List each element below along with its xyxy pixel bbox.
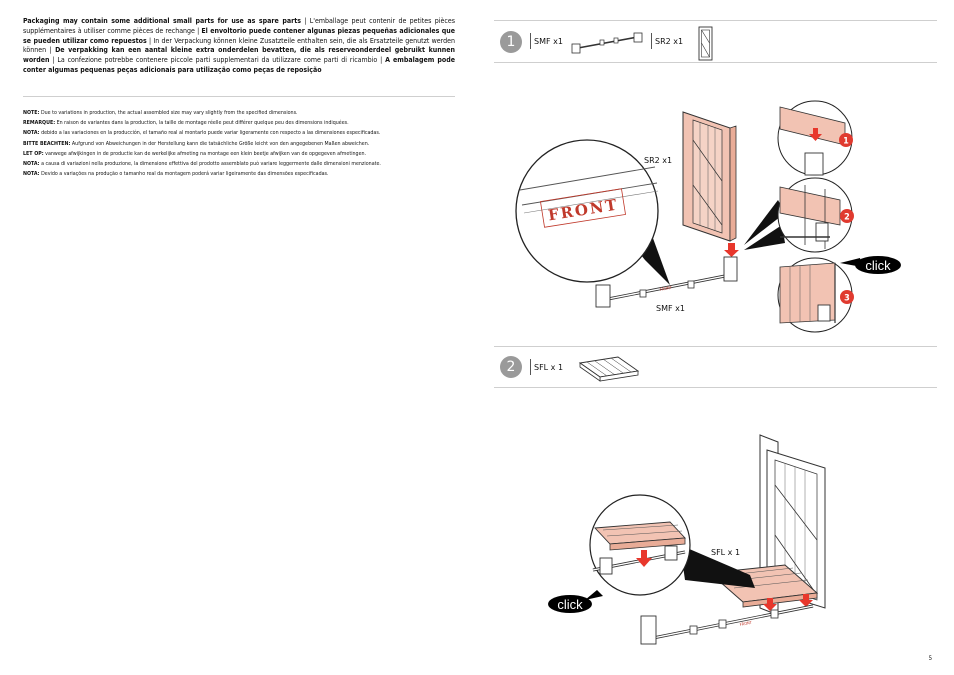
callout-sfl: SFL x 1 — [711, 548, 741, 557]
note-line: BITTE BEACHTEN: Aufgrund von Abweichunge… — [23, 139, 463, 149]
note-text: Due to variations in production, the act… — [39, 110, 298, 116]
note-label: BITTE BEACHTEN: — [23, 140, 71, 147]
note-label: LET OP: — [23, 150, 44, 157]
click-label: click — [557, 597, 583, 612]
notice-en: Packaging may contain some additional sm… — [23, 17, 301, 25]
note-text: En raison de variantes dans la productio… — [55, 120, 349, 127]
notice-es: El envoltorio puede contener algunas pie… — [23, 26, 455, 45]
note-text: a causa di variazioni nella produzione, … — [39, 161, 381, 168]
step-number-2: 2 — [500, 356, 522, 378]
page-number: 5 — [928, 655, 932, 662]
smf-frame: FRONT — [640, 604, 814, 645]
svg-text:FRONT: FRONT — [659, 285, 673, 292]
spare-parts-notice: Packaging may contain some additional sm… — [23, 17, 455, 76]
step2-bottom-rule — [494, 387, 937, 388]
note-label: NOTA: — [23, 171, 40, 178]
step1-assembly-illustration: FRONT FRONT — [515, 100, 901, 333]
note-label: NOTA: — [23, 161, 40, 168]
note-line: LET OP: vanwege afwijkingen in de produc… — [23, 149, 463, 159]
smf-part-icon — [571, 32, 643, 54]
detail-circle-3 — [777, 257, 853, 333]
note-line: NOTA: a causa di variazioni nella produz… — [23, 159, 463, 169]
note-text: vanwege afwijkingen in de productie kan … — [43, 150, 367, 157]
step2-top-rule — [494, 346, 937, 347]
part-separator — [651, 33, 652, 49]
part-label-smf: SMF x1 — [534, 37, 563, 46]
note-label: NOTE: — [23, 110, 40, 116]
notice-fr: | L'emballage peut contenir de petites p… — [23, 17, 455, 35]
front-magnifier: FRONT — [515, 139, 670, 285]
detail-magnifier — [589, 494, 755, 596]
badge-3 — [840, 290, 854, 304]
note-label: REMARQUE: — [23, 120, 56, 127]
step2-assembly-illustration: FRONT click — [548, 434, 826, 645]
notice-pt: A embalagem pode conter algumas pequenas… — [23, 56, 456, 74]
badge-3-label: 3 — [844, 294, 850, 304]
note-text: Aufgrund von Abweichungen in der Herstel… — [70, 140, 370, 147]
sr2-panel-highlighted — [682, 111, 737, 242]
detail-circle-2 — [744, 177, 853, 253]
down-arrow-icon — [636, 550, 652, 567]
note-line: REMARQUE: En raison de variantes dans la… — [23, 118, 463, 128]
sfl-part-icon — [578, 356, 640, 382]
detail-circle-1 — [744, 100, 853, 245]
click-indicator: click — [840, 256, 901, 274]
down-arrow-icon — [763, 598, 777, 611]
down-arrow-icon — [809, 128, 822, 141]
svg-text:FRONT: FRONT — [739, 620, 753, 627]
callout-smf: SMF x1 — [656, 304, 685, 313]
note-label: NOTA: — [23, 130, 40, 137]
part-separator — [530, 33, 531, 49]
note-line: NOTE: Due to variations in production, t… — [23, 108, 463, 118]
notice-de: | In der Verpackung können kleine Zusatz… — [23, 36, 456, 55]
badge-1 — [839, 133, 853, 147]
callout-sr2: SR2 x1 — [644, 156, 673, 165]
badge-1-label: 1 — [843, 137, 849, 147]
size-notes: NOTE: Due to variations in production, t… — [23, 108, 463, 179]
down-arrow-icon — [799, 594, 813, 607]
badge-2-label: 2 — [844, 213, 850, 223]
note-line: NOTA: Devido a variações na produção o t… — [23, 169, 463, 179]
note-line: NOTA: debido a las variaciones en la pro… — [23, 128, 463, 138]
divider — [23, 96, 455, 97]
click-label: click — [865, 258, 891, 273]
step1-top-rule — [494, 20, 937, 21]
part-label-sfl: SFL x 1 — [534, 363, 564, 372]
part-separator — [530, 359, 531, 375]
notice-it: | La confezione potrebbe contenere picco… — [49, 56, 386, 65]
sr2-part-icon — [698, 26, 713, 61]
badge-2 — [840, 209, 854, 223]
click-indicator: click — [548, 590, 603, 613]
down-arrow-icon — [724, 243, 739, 257]
step1-bottom-rule — [494, 62, 937, 63]
step-number-1: 1 — [500, 31, 522, 53]
smf-frame: FRONT — [595, 256, 738, 308]
notice-nl: De verpakking kan een aantal kleine extr… — [23, 46, 455, 65]
note-text: debido a las variaciones en la producció… — [39, 130, 381, 137]
note-text: Devido a variações na produção o tamanho… — [39, 171, 329, 178]
part-label-sr2: SR2 x1 — [655, 37, 684, 46]
